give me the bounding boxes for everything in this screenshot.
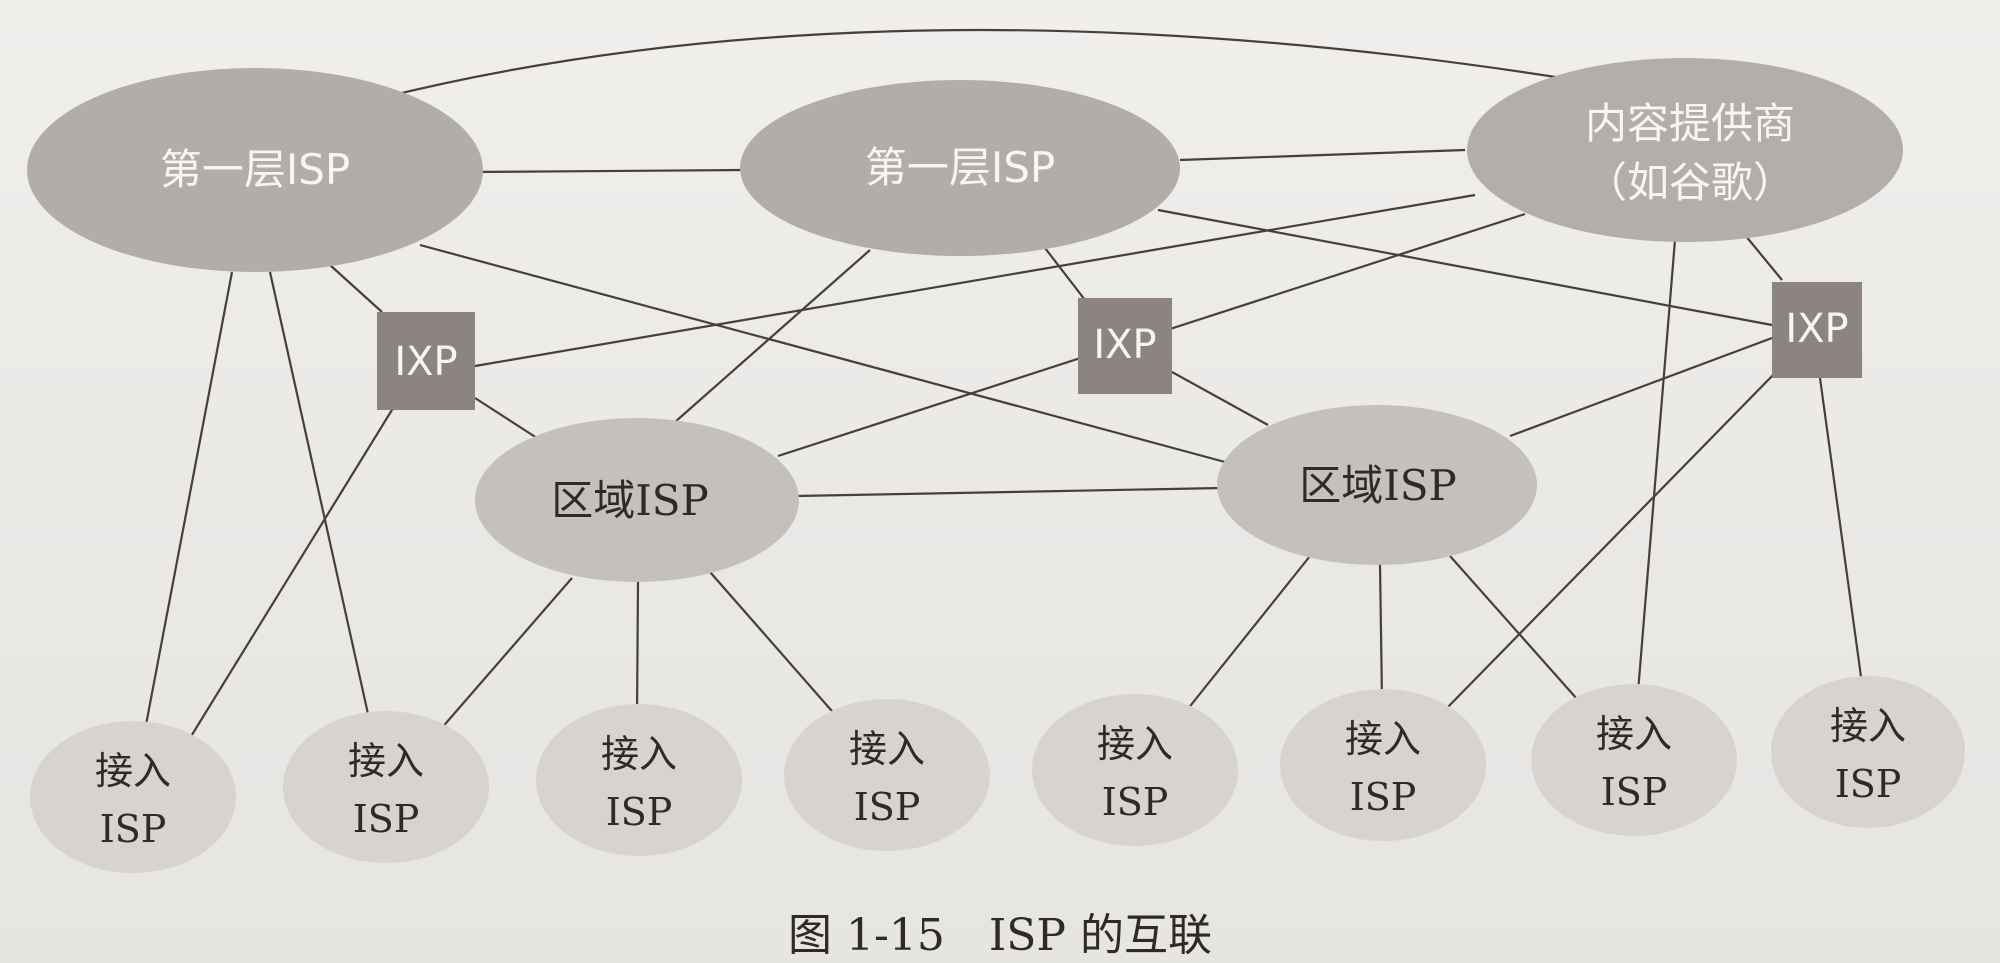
access-isp-3-line1: 接入 bbox=[601, 732, 677, 776]
tier1-mid-label: 第一层ISP bbox=[865, 143, 1055, 192]
tier1-mid-node: 第一层ISP bbox=[740, 80, 1180, 256]
edge-content-access-7 bbox=[1636, 239, 1677, 693]
edge-tier1-mid-regional-left bbox=[674, 249, 871, 423]
edge-ixp-left-content bbox=[474, 193, 1476, 368]
content-provider-label-line2: （如谷歌） bbox=[1585, 158, 1795, 207]
regional-left-node: 区域ISP bbox=[475, 418, 799, 582]
edge-regional-left-access-3 bbox=[635, 581, 640, 716]
ixp-left-node: IXP bbox=[377, 312, 475, 410]
edge-ixp-right-access-6 bbox=[1444, 371, 1777, 711]
access-isp-1-line2: ISP bbox=[100, 807, 167, 851]
ixp-right-node: IXP bbox=[1772, 282, 1862, 378]
ixp-mid-node: IXP bbox=[1078, 298, 1172, 394]
access-isp-7: 接入 ISP bbox=[1531, 684, 1737, 836]
edge-ixp-right-access-8 bbox=[1818, 377, 1864, 685]
access-isp-6: 接入 ISP bbox=[1280, 689, 1486, 841]
edge-tier1-left-ixp-left bbox=[329, 264, 383, 313]
tier1-left-label: 第一层ISP bbox=[160, 145, 350, 194]
edge-ixp-mid-regional-right bbox=[1171, 371, 1269, 426]
access-isp-3-line2: ISP bbox=[606, 790, 673, 834]
edge-tier1-left-access-2 bbox=[268, 271, 372, 724]
access-isp-7-line1: 接入 bbox=[1596, 712, 1672, 756]
ixp-mid-label: IXP bbox=[1093, 322, 1156, 368]
access-isp-1-line1: 接入 bbox=[95, 749, 171, 793]
edge-ixp-left-access-1 bbox=[189, 404, 396, 739]
access-isp-8: 接入 ISP bbox=[1771, 676, 1965, 828]
content-provider-node: 内容提供商 （如谷歌） bbox=[1467, 58, 1903, 242]
edge-regional-left-access-2 bbox=[439, 577, 573, 731]
regional-right-node: 区域ISP bbox=[1217, 405, 1537, 565]
access-isp-5-line2: ISP bbox=[1102, 780, 1169, 824]
regional-left-label: 区域ISP bbox=[551, 476, 709, 525]
regional-right-label: 区域ISP bbox=[1299, 461, 1457, 510]
access-isp-7-line2: ISP bbox=[1601, 770, 1668, 814]
edge-tier1-mid-content bbox=[1179, 148, 1466, 162]
access-isp-2-line1: 接入 bbox=[348, 739, 424, 783]
edge-tier1-left-regional-right bbox=[419, 243, 1226, 464]
access-isp-2-line2: ISP bbox=[353, 797, 420, 841]
access-isp-5: 接入 ISP bbox=[1032, 694, 1238, 846]
access-isp-8-line1: 接入 bbox=[1830, 704, 1906, 748]
access-isp-6-line2: ISP bbox=[1350, 775, 1417, 819]
edge-content-ixp-right bbox=[1744, 234, 1783, 281]
edge-tier1-left-content-arc bbox=[364, 28, 1576, 104]
access-isp-6-line1: 接入 bbox=[1345, 717, 1421, 761]
figure-caption: 图 1-15 ISP 的互联 bbox=[788, 910, 1212, 961]
ixp-left-label: IXP bbox=[394, 339, 457, 385]
edge-regional-right-access-5 bbox=[1186, 555, 1311, 711]
access-isp-5-line1: 接入 bbox=[1097, 722, 1173, 766]
edge-regional-left-regional-right bbox=[794, 486, 1223, 498]
access-isp-4: 接入 ISP bbox=[784, 699, 990, 851]
access-isp-3: 接入 ISP bbox=[536, 704, 742, 856]
edge-regional-right-access-7 bbox=[1449, 555, 1586, 709]
content-provider-label-line1: 内容提供商 bbox=[1585, 99, 1795, 148]
edge-tier1-left-access-1 bbox=[143, 271, 234, 731]
edge-regional-right-access-6 bbox=[1378, 563, 1384, 701]
edge-tier1-left-tier1-mid bbox=[469, 168, 746, 174]
access-isp-4-line1: 接入 bbox=[849, 727, 925, 771]
access-isp-8-line2: ISP bbox=[1835, 762, 1902, 806]
access-isp-1: 接入 ISP bbox=[30, 721, 236, 873]
edge-regional-left-access-4 bbox=[709, 571, 839, 719]
access-isp-2: 接入 ISP bbox=[283, 711, 489, 863]
tier1-left-node: 第一层ISP bbox=[27, 68, 483, 272]
edge-ixp-right-regional-right bbox=[1509, 336, 1773, 438]
edge-ixp-left-regional-left bbox=[474, 397, 541, 441]
connections bbox=[143, 28, 1864, 739]
access-isp-4-line2: ISP bbox=[854, 785, 921, 829]
edge-tier1-mid-ixp-mid bbox=[1044, 247, 1086, 301]
ixp-right-label: IXP bbox=[1785, 306, 1848, 352]
